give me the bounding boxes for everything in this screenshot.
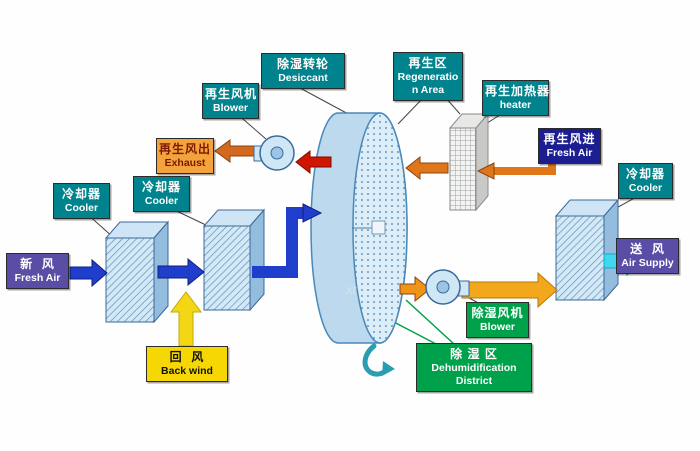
label-cooler-left-1-en: Cooler [64,202,99,214]
cooler-to-cooler-arrow [157,257,205,287]
label-regen-fresh-air-en: Fresh Air [546,147,593,159]
watermark-text: xt [346,282,357,297]
label-back-wind-en: Back wind [161,365,213,377]
label-air-supply: 送 风 Air Supply [616,238,679,275]
label-desiccant-wheel-en: Desiccant [278,72,328,84]
label-air-supply-zh: 送 风 [630,242,665,256]
label-regen-heater-en: heater [499,99,532,111]
dehum-blower-fan [425,269,470,305]
label-dehum-blower: 除湿风机 Blower [466,302,529,339]
cooler-unit-left-1 [104,220,170,324]
label-fresh-air-zh: 新 风 [20,257,55,271]
label-regen-fresh-air: 再生风进 Fresh Air [538,128,601,165]
cooler-unit-left-2 [202,208,266,312]
label-regen-heater-zh: 再生加热器 [485,84,551,98]
label-cooler-right-zh: 冷却器 [625,167,665,181]
dehum-district-leader-lines [389,299,455,345]
wheel-hub [371,220,386,235]
label-dehum-blower-en: Blower [479,321,515,333]
label-air-supply-en: Air Supply [621,257,674,269]
label-regen-heater: 再生加热器 heater [482,80,551,117]
label-dehum-blower-zh: 除湿风机 [471,306,524,320]
regeneration-heater-panel [448,112,490,212]
back-wind-arrow [170,291,202,347]
regen-blower-fan [253,135,295,171]
label-cooler-left-2: 冷却器 Cooler [133,176,190,213]
rotation-arrow-icon [362,343,395,377]
cooler-unit-right [554,198,620,302]
label-desiccant-wheel: 除湿转轮 Desiccant [261,53,345,90]
label-dehum-district-en2: District [455,375,493,388]
label-regen-exhaust: 再生风出 Exhaust [156,138,214,175]
label-dehum-district: 除 湿 区 Dehumidification District [416,343,532,393]
label-fresh-air: 新 风 Fresh Air [6,253,69,290]
label-regen-blower: 再生风机 Blower [202,83,259,120]
label-cooler-right-en: Cooler [628,182,663,194]
label-regen-blower-zh: 再生风机 [205,87,258,101]
label-back-wind-zh: 回 风 [169,350,205,364]
fresh-air-inlet-arrow [69,258,108,288]
label-cooler-left-1: 冷却器 Cooler [53,183,110,220]
label-back-wind: 回 风 Back wind [146,346,228,383]
label-cooler-right: 冷却器 Cooler [618,163,673,200]
label-regen-fresh-air-zh: 再生风进 [543,132,596,146]
hot-air-out-arrow [295,149,332,175]
label-dehum-district-zh: 除 湿 区 [450,347,498,361]
label-regeneration-area-en: Regeneration Area [397,71,459,97]
wheel-outlet-arrow [399,275,431,303]
label-regeneration-area: 再生区 Regeneration Area [393,52,463,102]
label-cooler-left-2-zh: 冷却器 [141,180,181,194]
label-regen-blower-en: Blower [212,102,248,114]
label-regen-exhaust-en: Exhaust [164,157,206,169]
label-dehum-district-en1: Dehumidification [431,362,517,374]
process-air-arrows [69,203,323,288]
regen-intake-duct [476,162,556,180]
desiccant-wheel [310,112,408,344]
label-cooler-left-2-en: Cooler [144,195,179,207]
label-desiccant-wheel-zh: 除湿转轮 [276,57,329,71]
label-fresh-air-en: Fresh Air [14,272,61,284]
wheel-inlet-arrowhead [302,203,323,223]
label-regeneration-area-zh: 再生区 [408,56,448,70]
heater-to-wheel-arrow [405,155,449,181]
exhaust-arrow [214,139,259,163]
cooler-to-wheel-duct [252,207,303,278]
blower-to-cooler-arrow [461,271,558,309]
label-cooler-left-1-zh: 冷却器 [61,187,101,201]
label-regen-exhaust-zh: 再生风出 [159,142,212,156]
